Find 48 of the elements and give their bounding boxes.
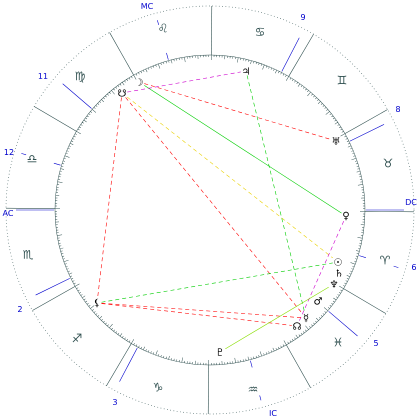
- zodiac-sign: ♏: [23, 250, 33, 260]
- zodiac-sign: ♈: [380, 256, 390, 264]
- planet-symbol: ☽: [138, 78, 143, 86]
- aspect-line: [125, 97, 302, 314]
- house-label: 9: [300, 14, 305, 20]
- planet-symbol: ♂: [314, 297, 322, 305]
- planet-symbol: ♅: [332, 137, 340, 145]
- house-label: IC: [270, 410, 277, 416]
- aspect-line: [144, 83, 332, 140]
- house-label: 3: [113, 398, 117, 406]
- aspect-line: [144, 85, 342, 214]
- zodiac-sign: ♉: [384, 158, 392, 168]
- planet-symbol: ☋: [118, 89, 126, 97]
- planet-symbol: ♇: [218, 348, 222, 356]
- aspect-line: [246, 75, 306, 314]
- aspect-line: [101, 303, 292, 326]
- zodiac-sign: ♒: [248, 386, 258, 392]
- planet-symbol: ♆: [330, 280, 338, 288]
- zodiac-sign: ♐: [72, 334, 82, 342]
- aspect-line: [101, 262, 334, 303]
- aspect-line: [298, 220, 344, 322]
- planet-symbol: ♀: [343, 212, 349, 220]
- house-label: MC: [142, 2, 153, 10]
- aspect-line: [101, 303, 302, 318]
- house-label: 6: [412, 264, 416, 270]
- planet-symbol: ☉: [334, 258, 342, 266]
- planet-symbol: ☿: [304, 314, 308, 322]
- zodiac-sign: ♊: [338, 76, 346, 84]
- house-label: 12: [4, 149, 14, 155]
- planet-symbol: ♄: [336, 269, 342, 277]
- aspect-line: [126, 96, 334, 258]
- house-label: 2: [18, 306, 22, 312]
- aspect-line: [126, 72, 242, 92]
- zodiac-sign: ♎: [28, 155, 36, 162]
- house-label: 11: [38, 73, 48, 79]
- house-label: 5: [374, 340, 378, 346]
- house-label: 8: [396, 106, 400, 112]
- zodiac-sign: ♑: [154, 382, 162, 392]
- zodiac-sign: ♓: [334, 338, 342, 346]
- zodiac-sign: ♍: [75, 72, 85, 82]
- house-label: AC: [2, 210, 14, 216]
- zodiac-sign: ♋: [256, 28, 264, 36]
- planet-symbol: ☊: [293, 322, 301, 330]
- planet-symbol: ♃: [243, 67, 249, 75]
- planet-symbol: ⚸: [94, 298, 99, 308]
- house-label: DC: [406, 198, 416, 206]
- aspect-line: [224, 286, 330, 350]
- zodiac-sign: ♌: [159, 24, 167, 32]
